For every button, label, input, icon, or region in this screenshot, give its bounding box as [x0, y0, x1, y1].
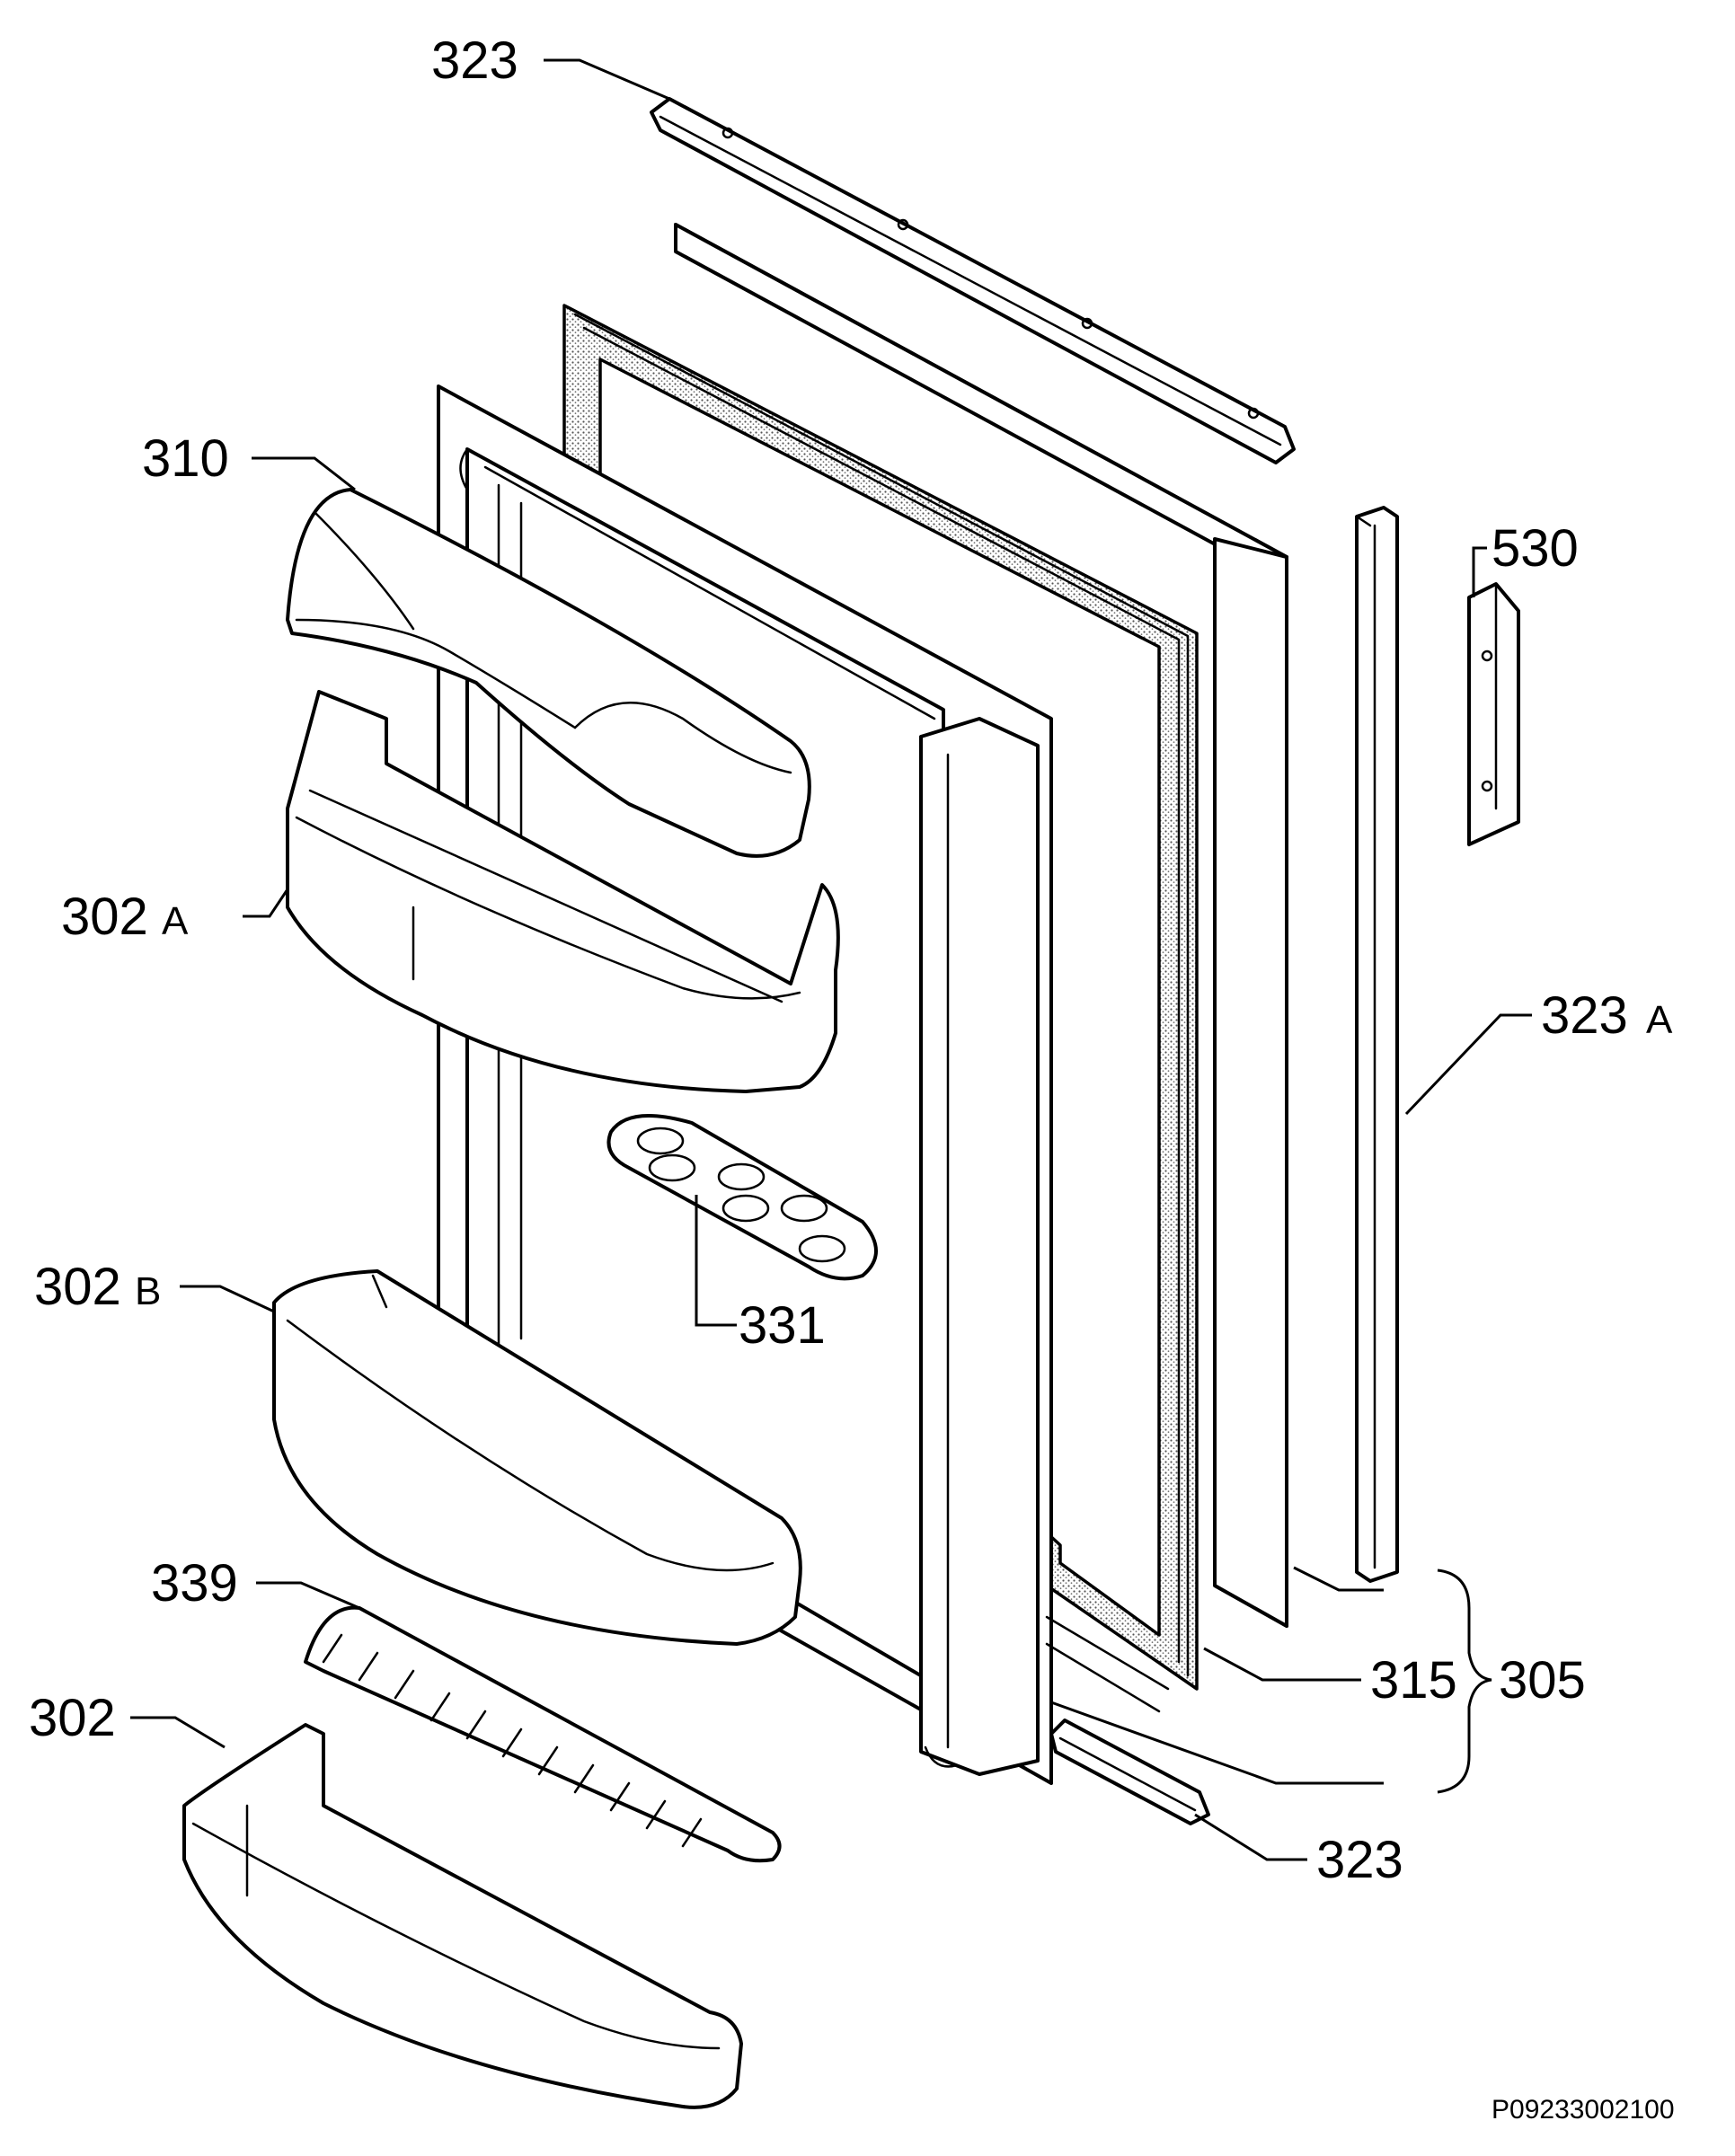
callout-302b-number: 302	[34, 1258, 121, 1316]
grille-339	[304, 1605, 782, 1863]
callout-310: 310	[142, 429, 229, 488]
callout-331: 331	[739, 1296, 826, 1355]
door-shelf-302b	[272, 1269, 802, 1646]
callout-323-top: 323	[431, 31, 518, 90]
door-shelf-302	[182, 1723, 743, 2109]
callout-302a-suffix: A	[162, 899, 189, 943]
callout-302a-number: 302	[61, 888, 148, 946]
side-rail-323a	[1355, 506, 1399, 1583]
egg-tray-331	[606, 1114, 878, 1281]
callout-323a-suffix: A	[1646, 998, 1673, 1042]
callout-323-bottom: 323	[1316, 1831, 1403, 1889]
callout-339: 339	[151, 1554, 238, 1613]
callout-530: 530	[1492, 519, 1579, 578]
callout-305: 305	[1499, 1651, 1586, 1710]
top-hinge-rail	[650, 97, 1296, 464]
callout-302b-suffix: B	[135, 1269, 161, 1313]
bracket-530	[1467, 582, 1520, 846]
callout-labels: 323 310 530 302 A 323 A 302 B 331 339 31…	[29, 31, 1675, 2125]
drawing-id: P09233002100	[1492, 2095, 1675, 2125]
shelf-cover-310	[286, 488, 811, 858]
callout-315: 315	[1370, 1651, 1457, 1710]
bottom-hinge-rail	[1049, 1719, 1210, 1825]
callout-323a-number: 323	[1541, 986, 1628, 1045]
leader-lines	[130, 58, 1532, 1861]
door-shelf-302a	[286, 690, 840, 1093]
outer-door-panel	[674, 223, 1288, 1628]
callout-302: 302	[29, 1689, 116, 1747]
